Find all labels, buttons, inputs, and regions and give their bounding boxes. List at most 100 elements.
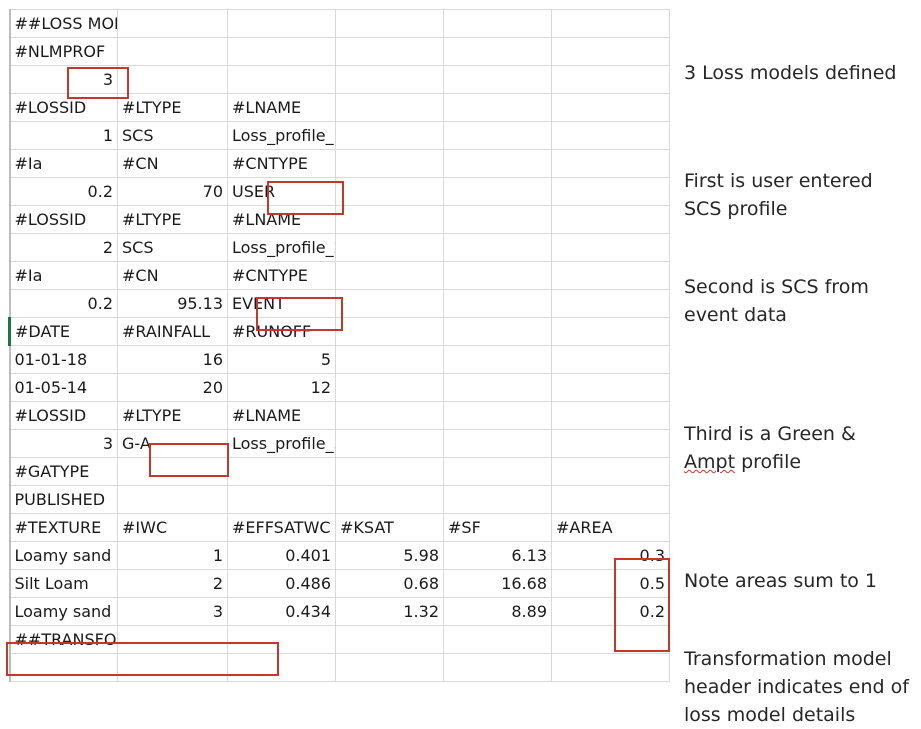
cell-e5[interactable]	[443, 121, 552, 150]
cell-e14[interactable]	[443, 373, 552, 402]
cell-a24[interactable]	[8, 653, 118, 682]
cell-f20[interactable]: 0.3	[551, 541, 670, 570]
cell-a12[interactable]: #DATE	[8, 317, 118, 346]
cell-e17[interactable]	[443, 457, 552, 486]
cell-d9[interactable]	[335, 233, 444, 262]
cell-f9[interactable]	[551, 233, 670, 262]
cell-e8[interactable]	[443, 205, 552, 234]
cell-e4[interactable]	[443, 93, 552, 122]
cell-c19[interactable]: #EFFSATWC	[227, 513, 336, 542]
cell-b10[interactable]: #CN	[117, 261, 228, 290]
cell-b21[interactable]: 2	[117, 569, 228, 598]
cell-d1[interactable]	[335, 9, 444, 38]
cell-d6[interactable]	[335, 149, 444, 178]
cell-a6[interactable]: #Ia	[8, 149, 118, 178]
cell-c8[interactable]: #LNAME	[227, 205, 336, 234]
cell-d13[interactable]	[335, 345, 444, 374]
cell-c15[interactable]: #LNAME	[227, 401, 336, 430]
cell-e23[interactable]	[443, 625, 552, 654]
cell-b14[interactable]: 20	[117, 373, 228, 402]
cell-d16[interactable]	[335, 429, 444, 458]
cell-d24[interactable]	[335, 653, 444, 682]
cell-e15[interactable]	[443, 401, 552, 430]
cell-b17[interactable]	[117, 457, 228, 486]
cell-d2[interactable]	[335, 37, 444, 66]
cell-f23[interactable]	[551, 625, 670, 654]
cell-f2[interactable]	[551, 37, 670, 66]
cell-e16[interactable]	[443, 429, 552, 458]
cell-d12[interactable]	[335, 317, 444, 346]
cell-a16[interactable]: 3	[8, 429, 118, 458]
cell-e6[interactable]	[443, 149, 552, 178]
cell-d21[interactable]: 0.68	[335, 569, 444, 598]
cell-f4[interactable]	[551, 93, 670, 122]
cell-b24[interactable]	[117, 653, 228, 682]
cell-d19[interactable]: #KSAT	[335, 513, 444, 542]
cell-a14[interactable]: 01-05-14	[8, 373, 118, 402]
cell-e2[interactable]	[443, 37, 552, 66]
cell-a20[interactable]: Loamy sand	[8, 541, 118, 570]
cell-f18[interactable]	[551, 485, 670, 514]
cell-e7[interactable]	[443, 177, 552, 206]
cell-a13[interactable]: 01-01-18	[8, 345, 118, 374]
cell-b15[interactable]: #LTYPE	[117, 401, 228, 430]
cell-d5[interactable]	[335, 121, 444, 150]
cell-a18[interactable]: PUBLISHED	[8, 485, 118, 514]
cell-c4[interactable]: #LNAME	[227, 93, 336, 122]
cell-f12[interactable]	[551, 317, 670, 346]
cell-e19[interactable]: #SF	[443, 513, 552, 542]
cell-b7[interactable]: 70	[117, 177, 228, 206]
cell-f3[interactable]	[551, 65, 670, 94]
cell-b1[interactable]	[117, 9, 228, 38]
cell-b3[interactable]	[117, 65, 228, 94]
cell-b11[interactable]: 95.13	[117, 289, 228, 318]
cell-c10[interactable]: #CNTYPE	[227, 261, 336, 290]
cell-b12[interactable]: #RAINFALL	[117, 317, 228, 346]
cell-b6[interactable]: #CN	[117, 149, 228, 178]
cell-f8[interactable]	[551, 205, 670, 234]
cell-f7[interactable]	[551, 177, 670, 206]
cell-f21[interactable]: 0.5	[551, 569, 670, 598]
cell-e3[interactable]	[443, 65, 552, 94]
cell-a9[interactable]: 2	[8, 233, 118, 262]
cell-d11[interactable]	[335, 289, 444, 318]
cell-c5[interactable]: Loss_profile_1	[227, 121, 336, 150]
cell-f17[interactable]	[551, 457, 670, 486]
cell-c7[interactable]: USER	[227, 177, 336, 206]
cell-d22[interactable]: 1.32	[335, 597, 444, 626]
cell-d7[interactable]	[335, 177, 444, 206]
cell-f13[interactable]	[551, 345, 670, 374]
cell-c1[interactable]	[227, 9, 336, 38]
cell-c24[interactable]	[227, 653, 336, 682]
cell-a19[interactable]: #TEXTURE	[8, 513, 118, 542]
cell-a15[interactable]: #LOSSID	[8, 401, 118, 430]
cell-c14[interactable]: 12	[227, 373, 336, 402]
cell-e13[interactable]	[443, 345, 552, 374]
cell-b4[interactable]: #LTYPE	[117, 93, 228, 122]
cell-a5[interactable]: 1	[8, 121, 118, 150]
cell-b9[interactable]: SCS	[117, 233, 228, 262]
cell-e21[interactable]: 16.68	[443, 569, 552, 598]
cell-e12[interactable]	[443, 317, 552, 346]
cell-c20[interactable]: 0.401	[227, 541, 336, 570]
cell-b19[interactable]: #IWC	[117, 513, 228, 542]
cell-d10[interactable]	[335, 261, 444, 290]
cell-d20[interactable]: 5.98	[335, 541, 444, 570]
cell-d23[interactable]	[335, 625, 444, 654]
cell-a10[interactable]: #Ia	[8, 261, 118, 290]
cell-c17[interactable]	[227, 457, 336, 486]
cell-a1[interactable]: ##LOSS MODEL	[8, 9, 118, 38]
cell-e22[interactable]: 8.89	[443, 597, 552, 626]
cell-b13[interactable]: 16	[117, 345, 228, 374]
cell-c23[interactable]	[227, 625, 336, 654]
cell-c22[interactable]: 0.434	[227, 597, 336, 626]
cell-b16[interactable]: G-A	[117, 429, 228, 458]
cell-b8[interactable]: #LTYPE	[117, 205, 228, 234]
cell-a17[interactable]: #GATYPE	[8, 457, 118, 486]
cell-f5[interactable]	[551, 121, 670, 150]
cell-d8[interactable]	[335, 205, 444, 234]
cell-c2[interactable]	[227, 37, 336, 66]
cell-d14[interactable]	[335, 373, 444, 402]
cell-a2[interactable]: #NLMPROF	[8, 37, 118, 66]
cell-f24[interactable]	[551, 653, 670, 682]
